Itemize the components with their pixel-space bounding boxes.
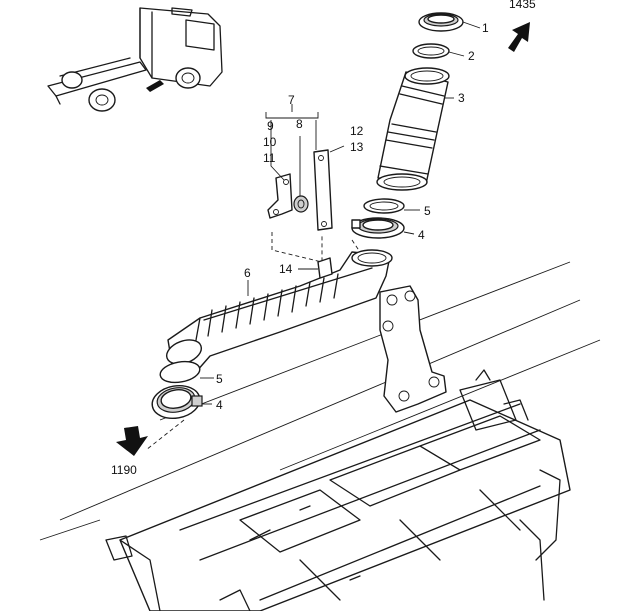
- callout-8: 8: [296, 117, 303, 131]
- gasket-part-2: [412, 43, 450, 59]
- callout-4-bottom: 4: [216, 398, 223, 412]
- clamp-ring-part-1: [418, 12, 464, 32]
- callout-9: 9: [267, 119, 274, 133]
- bellows-hose-part-3: [376, 67, 450, 191]
- leader-lines: [200, 21, 481, 405]
- callout-13: 13: [350, 140, 364, 154]
- arrow-up-right-icon: [508, 22, 530, 52]
- chassis-frame: [39, 261, 601, 611]
- reference-1435: 1435: [509, 0, 536, 11]
- callout-3: 3: [458, 91, 465, 105]
- callout-14: 14: [279, 262, 293, 276]
- gasket-part-5-top: [363, 198, 405, 214]
- callout-2: 2: [468, 49, 475, 63]
- truck-location-icon: [47, 7, 223, 112]
- callout-5-top: 5: [424, 204, 431, 218]
- callout-7: 7: [288, 93, 295, 107]
- clamp-part-4-bottom: [151, 385, 203, 419]
- intake-duct-part-6: [165, 249, 393, 373]
- callout-12: 12: [350, 124, 364, 138]
- callout-10: 10: [263, 135, 277, 149]
- dashed-connector-bottom: [145, 419, 185, 451]
- gasket-part-5-bottom: [159, 360, 201, 384]
- callout-1: 1: [482, 21, 489, 35]
- clip-part-14: [298, 257, 333, 279]
- callout-4-top: 4: [418, 228, 425, 242]
- callout-6: 6: [244, 266, 251, 280]
- dashed-connector-top: [351, 239, 361, 253]
- bracket-assembly-part-7: [265, 104, 345, 263]
- clamp-part-4-top: [351, 217, 405, 239]
- callout-11: 11: [263, 151, 276, 165]
- callout-5-bottom: 5: [216, 372, 223, 386]
- reference-1190: 1190: [111, 463, 137, 477]
- arrow-down-icon: [116, 426, 148, 456]
